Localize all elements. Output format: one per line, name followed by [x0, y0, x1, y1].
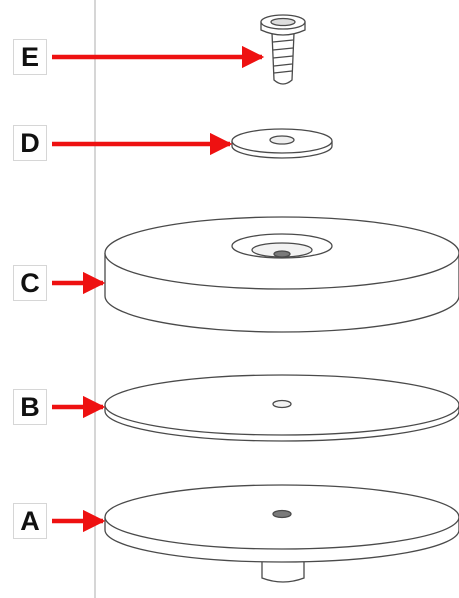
label-c-box: C: [13, 265, 47, 301]
label-b: B: [20, 391, 40, 422]
part-a-base: [104, 484, 459, 583]
part-c-puck: [104, 216, 459, 333]
label-a: A: [20, 505, 40, 536]
part-b-disc: [104, 374, 459, 442]
label-e: E: [20, 41, 39, 72]
label-a-box: A: [13, 503, 47, 539]
part-d-washer: [231, 128, 333, 159]
label-e-box: E: [13, 39, 47, 75]
label-d-box: D: [13, 125, 47, 161]
label-b-box: B: [13, 389, 47, 425]
part-e-screw: [260, 14, 306, 85]
label-d: D: [20, 127, 40, 158]
label-c: C: [20, 267, 40, 298]
